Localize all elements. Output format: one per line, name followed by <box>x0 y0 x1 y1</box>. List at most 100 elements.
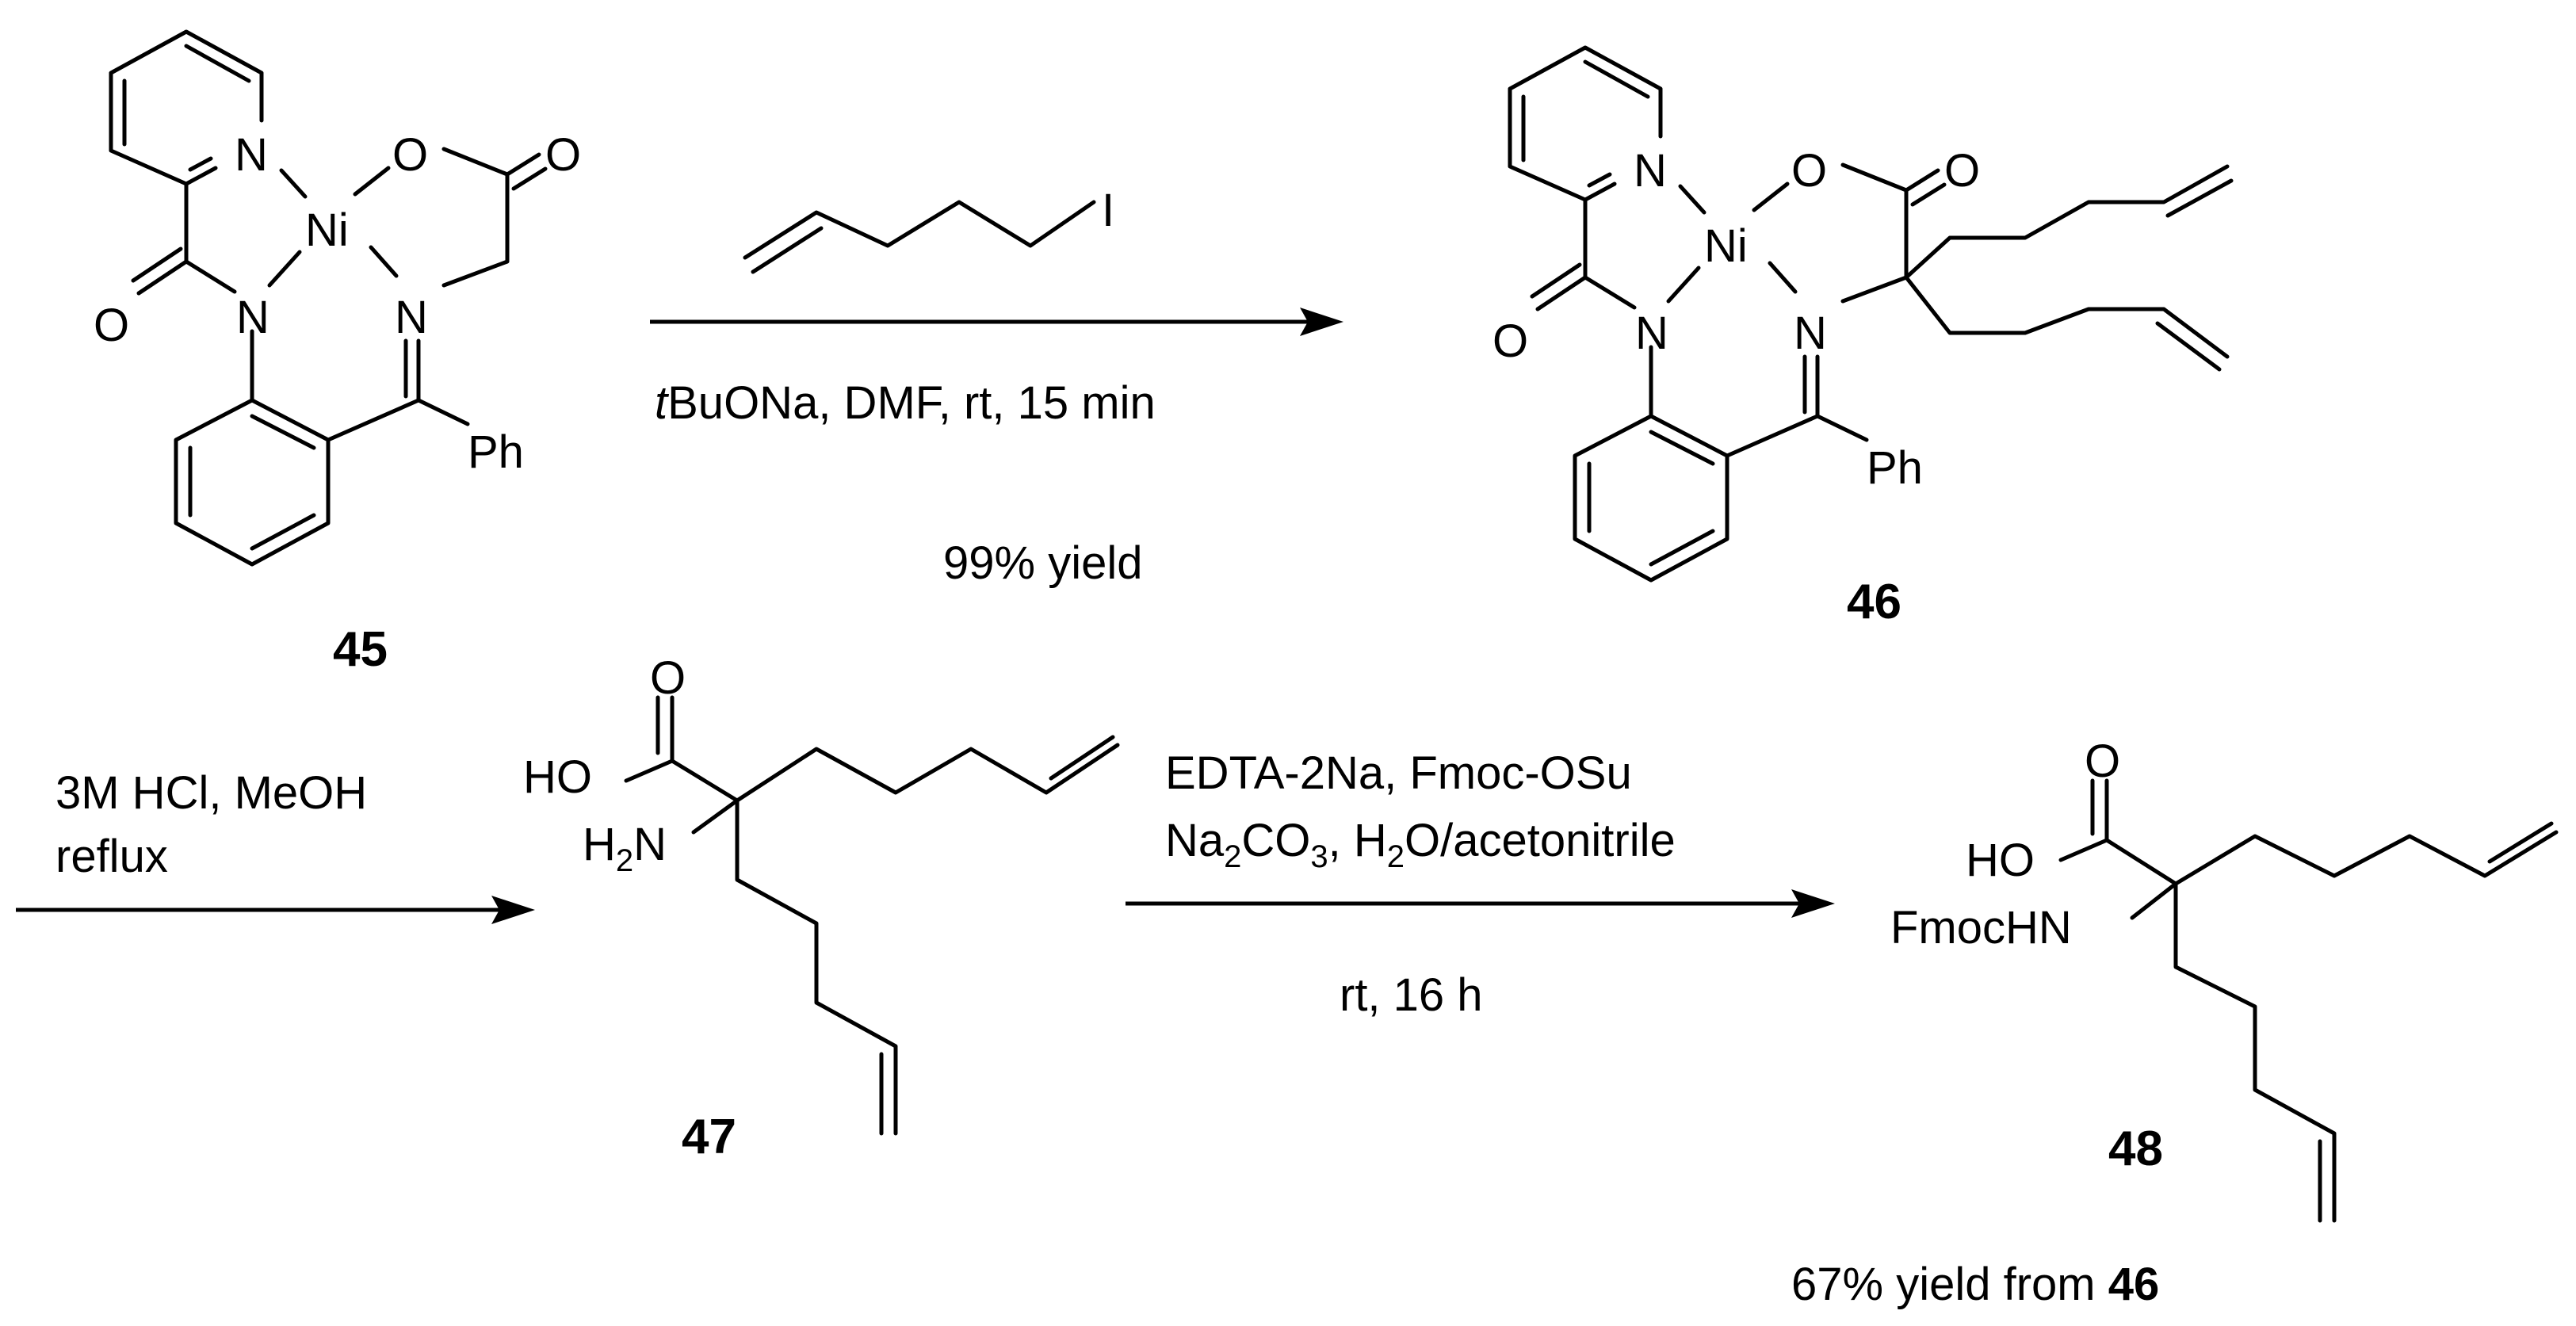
pyridine-double-bonds-46 <box>1521 59 1650 188</box>
group-fmochn-48: FmocHN <box>1890 902 2072 953</box>
dative-nimine-ni <box>369 245 399 278</box>
atom-n-pyridine: N <box>235 129 268 181</box>
sub-2b: 2 <box>1387 839 1405 874</box>
atom-iodine: I <box>1102 185 1114 236</box>
chain-lower-46 <box>1904 275 2230 372</box>
atom-n-pyridine-46: N <box>1634 145 1667 197</box>
conditions-step-2-line1: 3M HCl, MeOH <box>55 767 367 819</box>
bond-c-ch2 <box>441 172 510 288</box>
amide-co-bond-46 <box>1530 262 1588 311</box>
bond-alpha-n-47 <box>691 798 740 835</box>
arrow-head-3 <box>1791 889 1835 918</box>
imine-double-bond <box>403 338 421 403</box>
carboxyl-47 <box>624 695 740 803</box>
bond-aryl-imineC-46 <box>1725 414 1820 458</box>
pyridine-double-bonds <box>122 44 251 172</box>
step-2: 3M HCl, MeOH reflux <box>16 767 535 924</box>
yield-step-1: 99% yield <box>943 537 1142 589</box>
bond-imineC-ph <box>416 398 470 426</box>
compound-47: O HO H2N 47 <box>523 652 1120 1164</box>
step-3: EDTA-2Na, Fmoc-OSu Na2CO3, H2O/acetonitr… <box>1126 747 1835 1021</box>
atom-n-imine: N <box>395 292 428 343</box>
compound-number-48: 48 <box>2108 1122 2163 1176</box>
atom-o-carbonyl: O <box>545 129 581 181</box>
conditions-step-1: tBuONa, DMF, rt, 15 min <box>655 377 1156 429</box>
comma-h: , H <box>1328 815 1387 866</box>
group-h2n-47: H2N <box>583 819 667 878</box>
final-yield-text: 67% yield from <box>1791 1259 2108 1310</box>
conditions-rest: BuONa, DMF, rt, 15 min <box>667 377 1156 429</box>
sub-2a: 2 <box>1224 839 1241 874</box>
final-yield-ref: 46 <box>2108 1259 2160 1310</box>
compound-number-47: 47 <box>682 1110 736 1164</box>
bond-ni-o <box>353 166 391 197</box>
compound-45: N Ni O O O N N Ph 45 <box>94 29 581 677</box>
atom-ni: Ni <box>305 204 349 256</box>
atom-o-amide: O <box>94 300 129 351</box>
group-ph-46: Ph <box>1867 442 1923 494</box>
benzene-double-bonds-46 <box>1587 430 1715 567</box>
conditions-step-3-line3: rt, 16 h <box>1340 969 1483 1021</box>
amide-co-bond <box>131 246 189 296</box>
group-ho-47: HO <box>523 751 592 803</box>
compound-48: O HO FmocHN 48 <box>1890 736 2559 1223</box>
compound-number-46: 46 <box>1847 575 1901 629</box>
imine-double-bond-46 <box>1802 354 1820 418</box>
bond-o-c-46 <box>1840 162 1909 193</box>
h2n-h: H <box>583 819 616 870</box>
bond-alpha-n-48 <box>2130 881 2178 920</box>
conditions-t: t <box>655 377 670 429</box>
pyridine-ring <box>109 29 264 186</box>
final-yield: 67% yield from 46 <box>1791 1259 2159 1310</box>
group-ho-48: HO <box>1966 835 2035 886</box>
chain-lower-48 <box>2173 881 2337 1223</box>
chain-upper-47 <box>735 735 1120 803</box>
step-1: I tBuONa, DMF, rt, 15 min 99% yield <box>650 185 1343 589</box>
bond-ni-o-46 <box>1752 182 1790 212</box>
atom-o-ring: O <box>392 129 428 181</box>
bond-o-c <box>441 147 510 177</box>
carbonyl-45 <box>505 152 548 191</box>
bond-namide-ni-46 <box>1666 266 1701 304</box>
compound-number-45: 45 <box>333 622 388 677</box>
h2n-n: N <box>633 819 667 870</box>
bond-c-namide-46 <box>1583 275 1637 310</box>
na: Na <box>1165 815 1225 866</box>
bond-c-namide <box>184 259 237 294</box>
atom-o-carbonyl-48: O <box>2085 736 2120 787</box>
h2n-sub: 2 <box>616 843 633 878</box>
co: CO <box>1241 815 1310 866</box>
bond-c-quat-46 <box>1840 188 1909 304</box>
bond-aryl-imineC <box>326 398 421 442</box>
dative-npyr-ni <box>279 168 308 199</box>
atom-ni-46: Ni <box>1704 220 1748 272</box>
benzene-double-bonds <box>188 414 316 551</box>
conditions-step-3-line1: EDTA-2Na, Fmoc-OSu <box>1165 747 1632 799</box>
pentenyl-iodide-chain <box>743 200 1096 274</box>
bond-imineC-ph-46 <box>1815 414 1869 442</box>
carboxyl-48 <box>2058 778 2178 886</box>
carbonyl-46 <box>1904 168 1947 207</box>
compound-46: N Ni O O O N N Ph 46 <box>1492 45 2234 629</box>
chain-upper-46 <box>1904 164 2234 280</box>
atom-n-amide: N <box>236 292 269 343</box>
group-ph: Ph <box>468 426 524 478</box>
benzene-ring <box>174 398 331 567</box>
chain-upper-48 <box>2173 821 2559 886</box>
chain-lower-47 <box>735 798 898 1136</box>
pyridine-ring-46 <box>1508 45 1663 202</box>
sub-3: 3 <box>1310 839 1328 874</box>
atom-o-ring-46: O <box>1791 145 1827 197</box>
arrow-head-2 <box>491 896 535 924</box>
dative-nimine-ni-46 <box>1768 261 1798 294</box>
atom-o-amide-46: O <box>1492 315 1528 367</box>
o-acetonitrile: O/acetonitrile <box>1405 815 1676 866</box>
benzene-ring-46 <box>1573 414 1729 583</box>
conditions-step-3-line2: Na2CO3, H2O/acetonitrile <box>1165 815 1676 874</box>
dative-npyr-ni-46 <box>1678 184 1707 215</box>
atom-o-carbonyl-46: O <box>1944 145 1980 197</box>
atom-o-carbonyl-47: O <box>650 652 686 704</box>
conditions-step-2-line2: reflux <box>55 831 168 882</box>
atom-n-imine-46: N <box>1794 308 1827 359</box>
